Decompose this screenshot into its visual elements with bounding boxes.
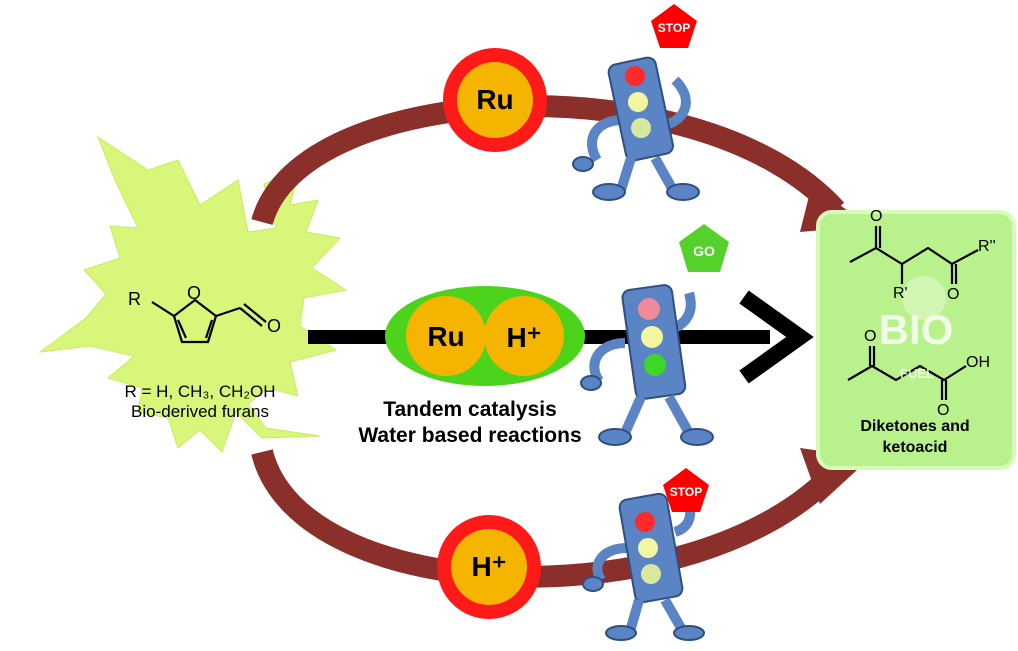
furan-r-label: R <box>128 289 141 309</box>
go-sign-label: GO <box>693 243 715 259</box>
top-stop-sign-label: STOP <box>657 21 691 35</box>
ru-catalyst-top <box>443 48 547 152</box>
substituents-label: R = H, CH₃, CH₂OH <box>124 382 276 401</box>
leaf-caption: Bio-derived furans <box>131 402 269 421</box>
product-box <box>816 210 1016 470</box>
aldehyde-o-label: O <box>267 316 282 336</box>
ketoacid-oh-label: OH <box>966 354 990 371</box>
product-watermark-main: BIO <box>878 306 954 353</box>
diketone-structure <box>849 226 979 284</box>
stop-sign-icon <box>663 468 709 512</box>
ketoacid-o1-label: O <box>864 328 877 345</box>
diketone-r-prime-label: R' <box>893 285 908 302</box>
top-curved-arrow <box>251 95 845 226</box>
product-watermark-sub: FUEL <box>900 366 934 381</box>
tandem-catalyst-ru-label: Ru <box>427 321 465 352</box>
diketone-r-double-prime-label: R'' <box>978 238 996 255</box>
tandem-catalyst-h-label: H⁺ <box>506 322 542 353</box>
product-caption-line1: Diketones and <box>860 418 970 435</box>
ketoacid-structure <box>847 346 967 400</box>
tandem-caption-line2: Water based reactions <box>358 424 582 447</box>
go-sign-icon <box>679 224 729 272</box>
bottom-stop-sign-label: STOP <box>669 485 703 499</box>
main-arrowhead <box>739 290 814 384</box>
product-caption-line2: ketoacid <box>882 439 948 456</box>
traffic-light-robot-icon <box>582 492 705 641</box>
traffic-light-robot-icon <box>572 56 700 201</box>
traffic-light-robot-icon <box>580 284 714 446</box>
bottom-curved-arrow <box>251 448 845 588</box>
furan-o-label: O <box>187 283 202 303</box>
tandem-catalyst-oval <box>385 286 585 386</box>
top-catalyst-label: Ru <box>476 84 514 115</box>
tandem-caption-line1: Tandem catalysis <box>383 398 557 421</box>
ketoacid-o2-label: O <box>937 402 950 419</box>
diketone-o2-label: O <box>947 286 960 303</box>
maple-leaf-icon <box>38 135 348 453</box>
diketone-o1-label: O <box>870 208 883 225</box>
furan-structure <box>151 298 267 344</box>
h-catalyst-bottom <box>437 515 541 619</box>
bottom-catalyst-label: H⁺ <box>471 551 507 582</box>
stop-sign-icon <box>651 4 697 48</box>
